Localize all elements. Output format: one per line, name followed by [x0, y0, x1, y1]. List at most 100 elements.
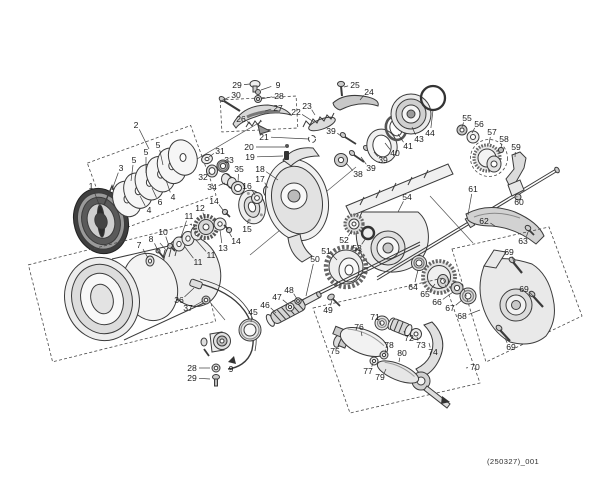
part-number-35: 35 [234, 164, 244, 174]
part-number-14: 14 [209, 196, 219, 206]
ratchet-dashed-circle [470, 139, 508, 177]
part-number-39: 39 [378, 155, 388, 165]
part-number-56: 56 [474, 119, 484, 129]
part-number-29: 29 [187, 373, 197, 383]
part-number-30: 30 [231, 90, 241, 100]
handle-arm [411, 321, 451, 409]
part-number-15: 15 [242, 224, 252, 234]
part-number-31: 31 [215, 146, 225, 156]
side-body-dashed-box [451, 226, 583, 363]
part-number-14: 14 [231, 236, 241, 246]
part-number-72: 72 [404, 333, 414, 343]
part-number-20: 20 [244, 142, 254, 152]
rotor-upper-arm [282, 147, 320, 167]
part-number-2: 2 [134, 120, 139, 130]
part-number-19: 19 [245, 152, 255, 162]
drive-gear [421, 259, 457, 295]
part-number-3: 3 [119, 163, 124, 173]
handle-dashed-box [312, 277, 481, 414]
spool-assembly [27, 223, 222, 363]
part-number-9: 9 [276, 80, 281, 90]
part-number-38: 38 [353, 169, 363, 179]
roller-screw [212, 374, 220, 387]
ratchet-pawl [505, 151, 527, 186]
part-number-67: 67 [445, 303, 455, 313]
pinion-o-ring [360, 225, 376, 241]
part-number-24: 24 [364, 87, 374, 97]
part-number-18: 18 [255, 164, 265, 174]
side-body-assembly [451, 226, 583, 363]
part-number-64: 64 [408, 282, 418, 292]
part-number-55: 55 [462, 113, 472, 123]
bail-arm-screw [255, 89, 261, 95]
part-number-45: 45 [248, 307, 258, 317]
rotor-nut-parts [334, 84, 447, 167]
part-number-17: 17 [255, 174, 265, 184]
part-number-78: 78 [384, 340, 394, 350]
part-number-58: 58 [499, 134, 509, 144]
part-number-11: 11 [207, 250, 216, 260]
guard-plate [465, 207, 545, 245]
clicker-gear [193, 214, 219, 240]
part-number-7: 7 [137, 240, 142, 250]
part-number-69: 69 [519, 284, 529, 294]
clutch-pin [284, 151, 289, 160]
drum-o-ring [419, 84, 447, 112]
part-number-33: 33 [224, 155, 234, 165]
part-number-25: 25 [350, 80, 360, 90]
part-number-12: 12 [195, 203, 205, 213]
part-number-61: 61 [468, 184, 478, 194]
part-number-49: 49 [323, 305, 333, 315]
anti-reverse-assembly [238, 291, 341, 342]
body-guard [465, 207, 545, 245]
part-number-8: 8 [149, 234, 154, 244]
rotor-assembly [201, 80, 379, 263]
part-number-66: 66 [432, 297, 442, 307]
part-number-75: 75 [330, 346, 340, 356]
part-number-65: 65 [420, 289, 430, 299]
part-number-32: 32 [198, 172, 208, 182]
part-number-39: 39 [326, 126, 336, 136]
part-number-54: 54 [402, 192, 412, 202]
kick-spring [302, 112, 335, 128]
part-number-27: 27 [273, 103, 283, 113]
assembly-arrow [228, 356, 236, 364]
part-number-34: 34 [207, 182, 217, 192]
guard-screw [524, 224, 532, 232]
bail-wire-end [189, 278, 203, 290]
part-number-74: 74 [428, 347, 438, 357]
rotor-nut-bearing-row [201, 153, 245, 195]
knob-cover-plate [376, 360, 420, 384]
part-number-71: 71 [370, 312, 380, 322]
part-number-5: 5 [156, 140, 161, 150]
reel-foot [345, 163, 454, 217]
part-number-76: 76 [354, 322, 364, 332]
trip-cam-lever [332, 95, 379, 111]
part-number-4: 4 [171, 192, 176, 202]
spool-clicker-parts [145, 243, 176, 267]
part-number-28: 28 [187, 363, 197, 373]
drag-knob-assembly [72, 124, 217, 255]
drag-drum [390, 93, 432, 135]
pinion-gear [343, 213, 365, 235]
part-number-10: 10 [158, 227, 168, 237]
part-number-69: 69 [506, 342, 516, 352]
doc-code: (250327)_001 [487, 457, 539, 466]
part-number-1: 1 [89, 181, 94, 191]
part-number-41: 41 [403, 141, 413, 151]
drag-washer-stack [112, 139, 198, 218]
part-number-47: 47 [272, 292, 282, 302]
oscillating-gear [323, 244, 369, 290]
part-number-70: 70 [470, 362, 480, 372]
bail-wire-assembly [189, 278, 257, 387]
part-number-21: 21 [259, 132, 269, 142]
bail-arm-cam [257, 124, 272, 135]
part-number-57: 57 [487, 127, 497, 137]
part-number-5: 5 [132, 155, 137, 165]
part-number-23: 23 [302, 101, 312, 111]
spool-front-flange [64, 256, 140, 342]
part-number-37: 37 [183, 303, 193, 313]
spool-support-flange [238, 189, 266, 225]
